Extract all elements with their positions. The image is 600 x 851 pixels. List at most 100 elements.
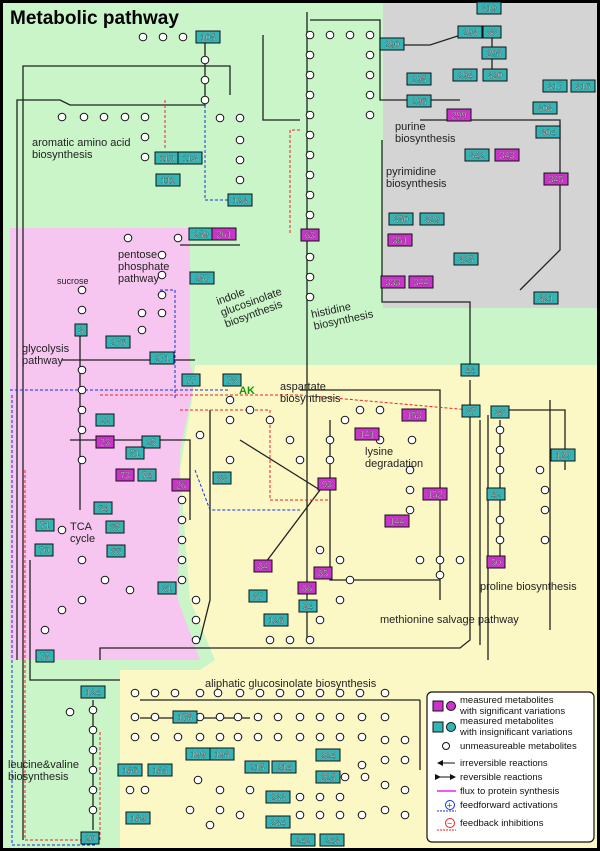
metabolite-box bbox=[315, 748, 341, 762]
metabolite-44[interactable]: 44 bbox=[460, 363, 480, 377]
metabolite-342[interactable]: 342 bbox=[464, 148, 490, 162]
metabolite-label: 23 bbox=[100, 438, 110, 448]
metabolite-label: 113 bbox=[183, 154, 197, 164]
metabolite-box bbox=[461, 404, 481, 418]
metabolite-65[interactable]: 65 bbox=[105, 520, 125, 534]
metabolite-304[interactable]: 304 bbox=[535, 125, 561, 139]
metabolite-93[interactable]: 93 bbox=[317, 477, 337, 491]
metabolite-66[interactable]: 66 bbox=[106, 544, 126, 558]
metabolite-144[interactable]: 144 bbox=[384, 514, 410, 528]
metabolite-276[interactable]: 276 bbox=[105, 335, 131, 349]
metabolite-124[interactable]: 124 bbox=[80, 685, 106, 699]
metabolite-271[interactable]: 271 bbox=[149, 351, 175, 365]
metabolite-77[interactable]: 77 bbox=[181, 373, 201, 387]
metabolite-73[interactable]: 73 bbox=[115, 468, 135, 482]
metabolite-298[interactable]: 298 bbox=[481, 46, 507, 60]
metabolite-84[interactable]: 84 bbox=[253, 559, 273, 573]
metabolite-129[interactable]: 129 bbox=[550, 448, 576, 462]
metabolite-141[interactable]: 141 bbox=[354, 427, 380, 441]
metabolite-22[interactable]: 22 bbox=[95, 413, 115, 427]
metabolite-261[interactable]: 261 bbox=[211, 227, 237, 241]
metabolite-85[interactable]: 85 bbox=[313, 566, 333, 580]
metabolite-87[interactable]: 87 bbox=[248, 589, 268, 603]
metabolite-299[interactable]: 299 bbox=[446, 108, 472, 122]
metabolite-63[interactable]: 63 bbox=[300, 228, 320, 242]
metabolite-295[interactable]: 295 bbox=[406, 72, 432, 86]
metabolite-343[interactable]: 343 bbox=[494, 148, 520, 162]
legend-activation-symbol: + bbox=[447, 801, 452, 811]
unmeasured-metabolite bbox=[380, 755, 390, 765]
metabolite-345[interactable]: 345 bbox=[543, 172, 569, 186]
metabolite-42[interactable]: 42 bbox=[486, 487, 506, 501]
metabolite-153[interactable]: 153 bbox=[401, 408, 427, 422]
metabolite-box bbox=[408, 275, 434, 289]
metabolite-20[interactable]: 20 bbox=[80, 831, 100, 845]
metabolite-label: 93 bbox=[322, 480, 332, 490]
metabolite-185[interactable]: 185 bbox=[147, 763, 173, 777]
metabolite-23[interactable]: 23 bbox=[95, 435, 115, 449]
metabolite-233[interactable]: 233 bbox=[265, 790, 291, 804]
metabolite-317[interactable]: 317 bbox=[542, 79, 568, 93]
metabolite-303[interactable]: 303 bbox=[532, 101, 558, 115]
metabolite-215[interactable]: 215 bbox=[244, 760, 270, 774]
metabolite-50[interactable]: 50 bbox=[486, 555, 506, 569]
metabolite-214[interactable]: 214 bbox=[271, 760, 297, 774]
metabolite-333[interactable]: 333 bbox=[380, 275, 406, 289]
metabolite-78[interactable]: 78 bbox=[222, 373, 242, 387]
metabolite-294[interactable]: 294 bbox=[452, 68, 478, 82]
metabolite-350[interactable]: 350 bbox=[388, 212, 414, 226]
metabolite-257[interactable]: 257 bbox=[189, 271, 215, 285]
metabolite-113[interactable]: 113 bbox=[177, 151, 203, 165]
unmeasured-metabolite bbox=[235, 135, 245, 145]
metabolite-37[interactable]: 37 bbox=[461, 404, 481, 418]
metabolite-178[interactable]: 178 bbox=[172, 710, 198, 724]
metabolite-26[interactable]: 26 bbox=[171, 478, 191, 492]
metabolite-64[interactable]: 64 bbox=[93, 501, 113, 515]
metabolite-74[interactable]: 74 bbox=[137, 468, 157, 482]
metabolite-88[interactable]: 88 bbox=[482, 25, 502, 39]
metabolite-316[interactable]: 316 bbox=[570, 79, 596, 93]
metabolite-321[interactable]: 321 bbox=[533, 291, 559, 305]
metabolite-296[interactable]: 296 bbox=[406, 94, 432, 108]
metabolite-224[interactable]: 224 bbox=[315, 748, 341, 762]
metabolite-31[interactable]: 31 bbox=[157, 581, 177, 595]
metabolite-225[interactable]: 225 bbox=[315, 770, 341, 784]
metabolite-38[interactable]: 38 bbox=[490, 405, 510, 419]
metabolite-3[interactable]: 3 bbox=[74, 323, 88, 337]
metabolite-83[interactable]: 83 bbox=[212, 471, 232, 485]
metabolite-186[interactable]: 186 bbox=[117, 763, 143, 777]
unmeasured-metabolite bbox=[177, 515, 187, 525]
metabolite-319[interactable]: 319 bbox=[476, 1, 502, 15]
metabolite-329[interactable]: 329 bbox=[419, 212, 445, 226]
metabolite-259[interactable]: 259 bbox=[188, 227, 214, 241]
metabolite-325[interactable]: 325 bbox=[453, 252, 479, 266]
metabolite-box bbox=[452, 68, 478, 82]
metabolite-51[interactable]: 51 bbox=[125, 446, 145, 460]
label-methionine: methionine salvage pathway bbox=[380, 614, 519, 626]
metabolite-123[interactable]: 123 bbox=[227, 193, 253, 207]
metabolite-344[interactable]: 344 bbox=[408, 275, 434, 289]
metabolite-86[interactable]: 86 bbox=[297, 581, 317, 595]
metabolite-351[interactable]: 351 bbox=[387, 233, 413, 247]
metabolite-290[interactable]: 290 bbox=[379, 37, 405, 51]
metabolite-198[interactable]: 198 bbox=[209, 747, 235, 761]
metabolite-126[interactable]: 126 bbox=[263, 613, 289, 627]
metabolite-70[interactable]: 70 bbox=[34, 543, 54, 557]
metabolite-71[interactable]: 71 bbox=[35, 518, 55, 532]
metabolite-111[interactable]: 111 bbox=[155, 173, 181, 187]
metabolite-199[interactable]: 199 bbox=[185, 747, 211, 761]
metabolite-234[interactable]: 234 bbox=[265, 815, 291, 829]
metabolite-320[interactable]: 320 bbox=[482, 68, 508, 82]
metabolite-94[interactable]: 94 bbox=[298, 599, 318, 613]
metabolite-25[interactable]: 25 bbox=[141, 435, 161, 449]
metabolite-293[interactable]: 293 bbox=[457, 25, 483, 39]
metabolite-box bbox=[446, 108, 472, 122]
metabolite-label: 94 bbox=[303, 602, 313, 612]
metabolite-110[interactable]: 110 bbox=[154, 151, 180, 165]
metabolite-189[interactable]: 189 bbox=[125, 811, 151, 825]
metabolite-75[interactable]: 75 bbox=[35, 649, 55, 663]
metabolite-105[interactable]: 105 bbox=[195, 30, 221, 44]
metabolite-243[interactable]: 243 bbox=[319, 833, 345, 847]
metabolite-152[interactable]: 152 bbox=[422, 487, 448, 501]
metabolite-242[interactable]: 242 bbox=[290, 833, 316, 847]
